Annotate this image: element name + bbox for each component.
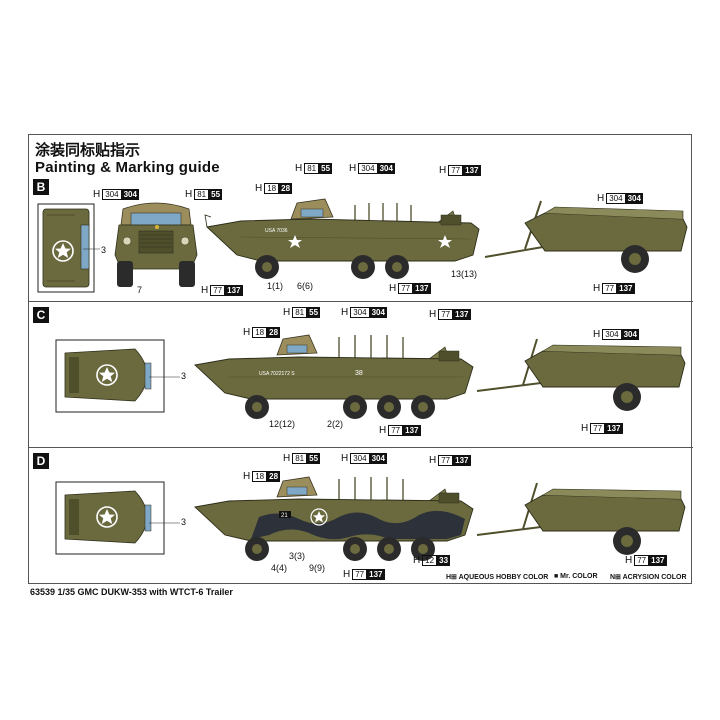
section-d: D 3 21: [29, 451, 693, 585]
top-view-detail-c: [55, 339, 165, 413]
trailer-d: [476, 482, 686, 555]
hull-text-b: USA 7036: [265, 228, 288, 234]
callout-12-c: 12(12): [269, 419, 296, 429]
section-label-d: D: [33, 453, 49, 469]
leader-3-b: [83, 248, 100, 250]
hull-number-c: 38: [355, 370, 363, 377]
leader-3-c: [149, 376, 180, 378]
legend-aqueous: H⊞ AQUEOUS HOBBY COLOR: [446, 574, 549, 581]
top-view-detail-b: [37, 203, 95, 293]
callout-6-b: 6(6): [297, 281, 314, 291]
callout-9-d: 9(9): [309, 563, 326, 573]
callout-1-b: 1(1): [267, 281, 284, 291]
legend-acrysion: N⊞ ACRYSION COLOR: [610, 574, 687, 581]
section-label-b: B: [33, 179, 49, 195]
callout-3-b: 3: [101, 245, 107, 255]
callout-4-d: 4(4): [271, 563, 288, 573]
footer-product-title: 63539 1/35 GMC DUKW-353 with WTCT-6 Trai…: [30, 587, 233, 597]
trailer-c: [476, 338, 686, 411]
callout-7-b: 7: [137, 285, 143, 295]
instruction-sheet: 涂装同标贴指示 Painting & Marking guide B 3: [28, 134, 693, 585]
callout-3-d: 3: [181, 517, 187, 527]
trailer-b: [484, 200, 688, 273]
callout-2-c: 2(2): [327, 419, 344, 429]
side-view-dukw-d: 21: [194, 476, 474, 561]
leader-3-d: [149, 522, 180, 524]
callout-3-c: 3: [181, 371, 187, 381]
title-chinese: 涂装同标贴指示: [35, 142, 141, 159]
divider-c-d: [29, 447, 693, 448]
section-c: C 3 USA 7022172 S 38: [29, 305, 693, 445]
front-view-b: [114, 202, 198, 287]
side-view-dukw-c: USA 7022172 S 38: [194, 334, 474, 419]
divider-b-c: [29, 301, 693, 302]
top-view-detail-d: [55, 481, 165, 555]
side-view-dukw-b: USA 7036: [204, 198, 480, 279]
hull-text-c: USA 7022172 S: [259, 371, 295, 377]
section-label-c: C: [33, 307, 49, 323]
hull-number-d: 21: [281, 513, 288, 519]
legend-mr-color: ■ Mr. COLOR: [554, 573, 598, 580]
title-english: Painting & Marking guide: [35, 159, 220, 176]
callout-3b-d: 3(3): [289, 551, 306, 561]
callout-13-b: 13(13): [451, 269, 478, 279]
